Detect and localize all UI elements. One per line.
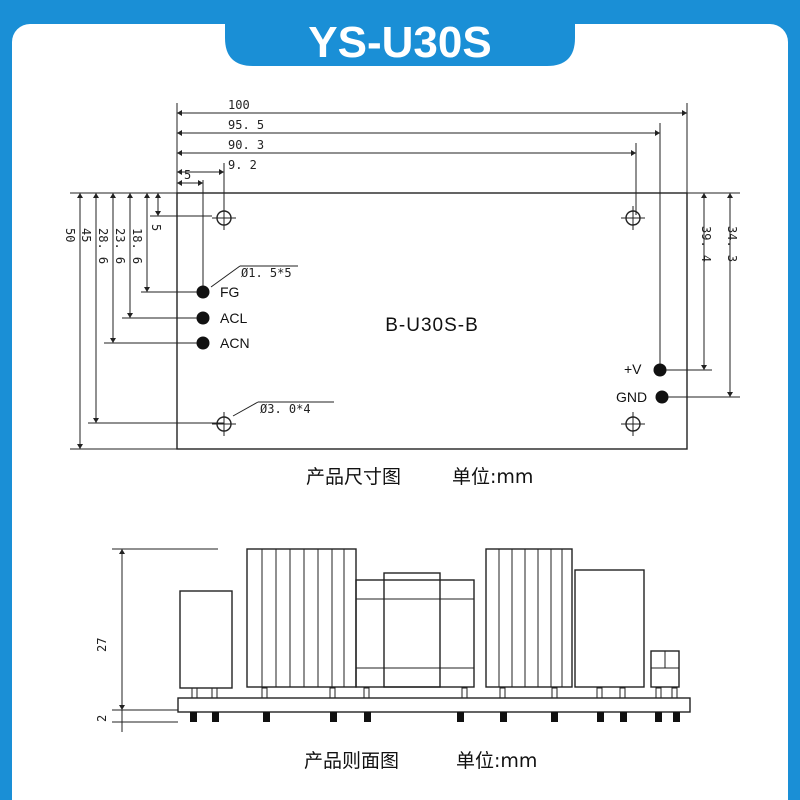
dim-2: 2 [95,715,109,722]
board-outline [176,192,688,450]
pcb-board [177,697,691,713]
pin-gnd-dot [655,390,669,404]
dim-90-3: 90. 3 [228,138,264,152]
dim-95-5: 95. 5 [228,118,264,132]
top-view: 100 95. 5 90. 3 9. 2 5 50 45 28. 6 [63,98,740,450]
heatsink-right [485,548,573,688]
pin-vplus-dot [653,363,667,377]
solder-pins [190,712,680,722]
dim-5-left: 5 [149,224,163,231]
mount-hole-note: Ø3. 0*4 [260,402,311,416]
side-view-unit: 单位:mm [456,750,537,772]
pin-acl-dot [196,311,210,325]
dim-100: 100 [228,98,250,112]
capacitor-right [574,569,645,688]
component-legs [191,687,678,699]
dim-39-4: 39. 4 [699,226,713,262]
dim-34-3: 34. 3 [725,226,739,262]
mounting-hole-top-left [212,206,236,230]
pin-acl-label: ACL [220,310,247,326]
pin-fg-label: FG [220,284,239,300]
model-label: B-U30S-B [385,315,479,336]
dim-27: 27 [95,638,109,652]
mounting-hole-bottom-right [621,412,645,436]
mounting-hole-bottom-left [212,412,236,436]
top-view-unit: 单位:mm [452,466,533,488]
transformer [355,572,475,688]
pin-fg-dot [196,285,210,299]
pin-acn-label: ACN [220,335,250,351]
product-title: YS-U30S [308,18,491,67]
dim-9-2: 9. 2 [228,158,257,172]
pin-vplus-label: +V [624,361,642,377]
dim-28-6: 28. 6 [96,228,110,264]
dim-50: 50 [63,228,77,242]
capacitor-left [179,590,233,689]
small-hole-note: Ø1. 5*5 [241,266,292,280]
dim-5-top: 5 [184,168,191,182]
dim-45: 45 [79,228,93,242]
terminal-connector [650,650,680,688]
side-view: 27 2 [95,548,691,732]
pin-acn-dot [196,336,210,350]
top-view-caption: 产品尺寸图 [306,466,401,488]
side-view-caption: 产品则面图 [304,750,399,772]
mounting-hole-top-right [621,206,645,230]
dim-18-6: 18. 6 [130,228,144,264]
pin-gnd-label: GND [616,389,647,405]
heatsink-left [246,548,357,688]
dim-23-6: 23. 6 [113,228,127,264]
title-tab [225,0,575,66]
